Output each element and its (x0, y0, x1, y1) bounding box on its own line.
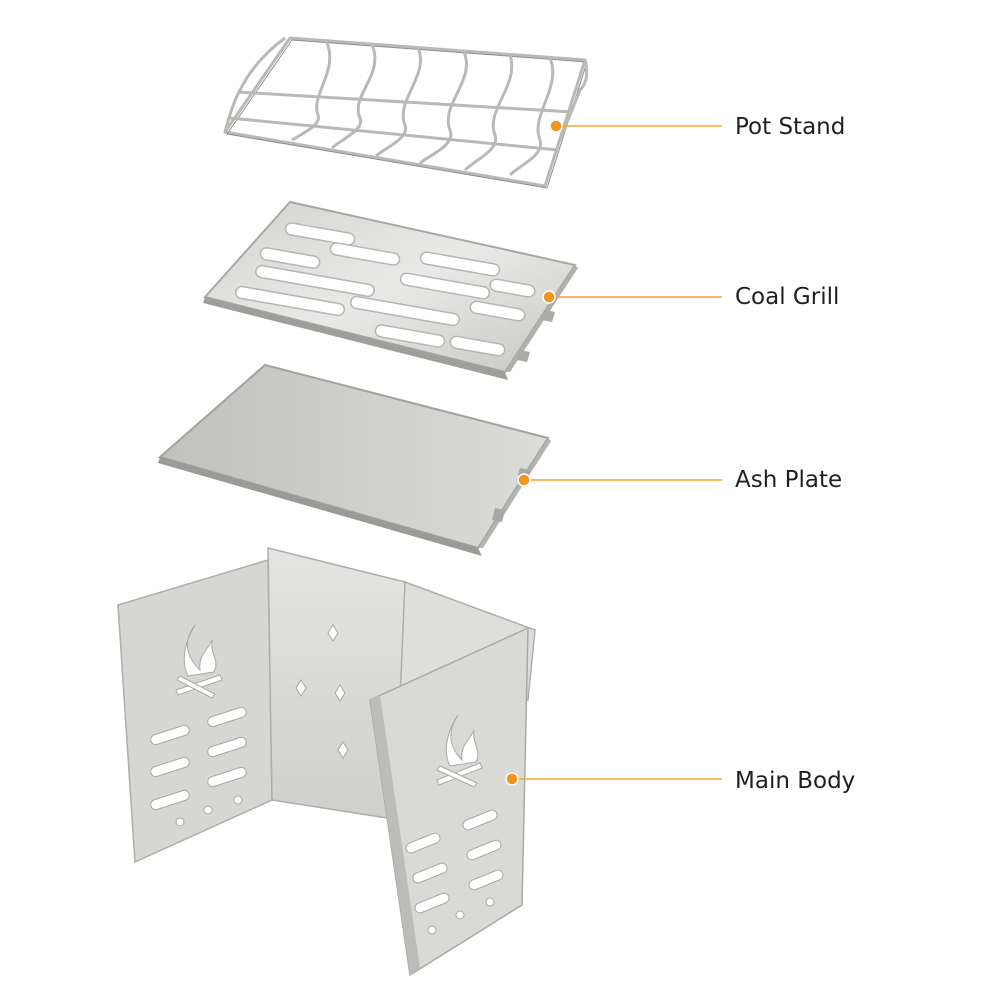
callout-label-coal-grill: Coal Grill (735, 284, 840, 310)
callout-dot-ash-plate (517, 473, 531, 487)
callout-dot-coal-grill (542, 290, 556, 304)
leader-lines (505, 119, 722, 786)
callout-label-main-body: Main Body (735, 768, 856, 794)
ash-plate-part (157, 363, 551, 556)
callout-dot-pot-stand (549, 119, 563, 133)
callout-label-ash-plate: Ash Plate (735, 467, 843, 493)
main-body-part (117, 547, 536, 977)
callout-dot-main-body (505, 772, 519, 786)
coal-grill-part (203, 200, 578, 380)
pot-stand-part (223, 36, 589, 189)
callout-label-pot-stand: Pot Stand (735, 114, 846, 140)
